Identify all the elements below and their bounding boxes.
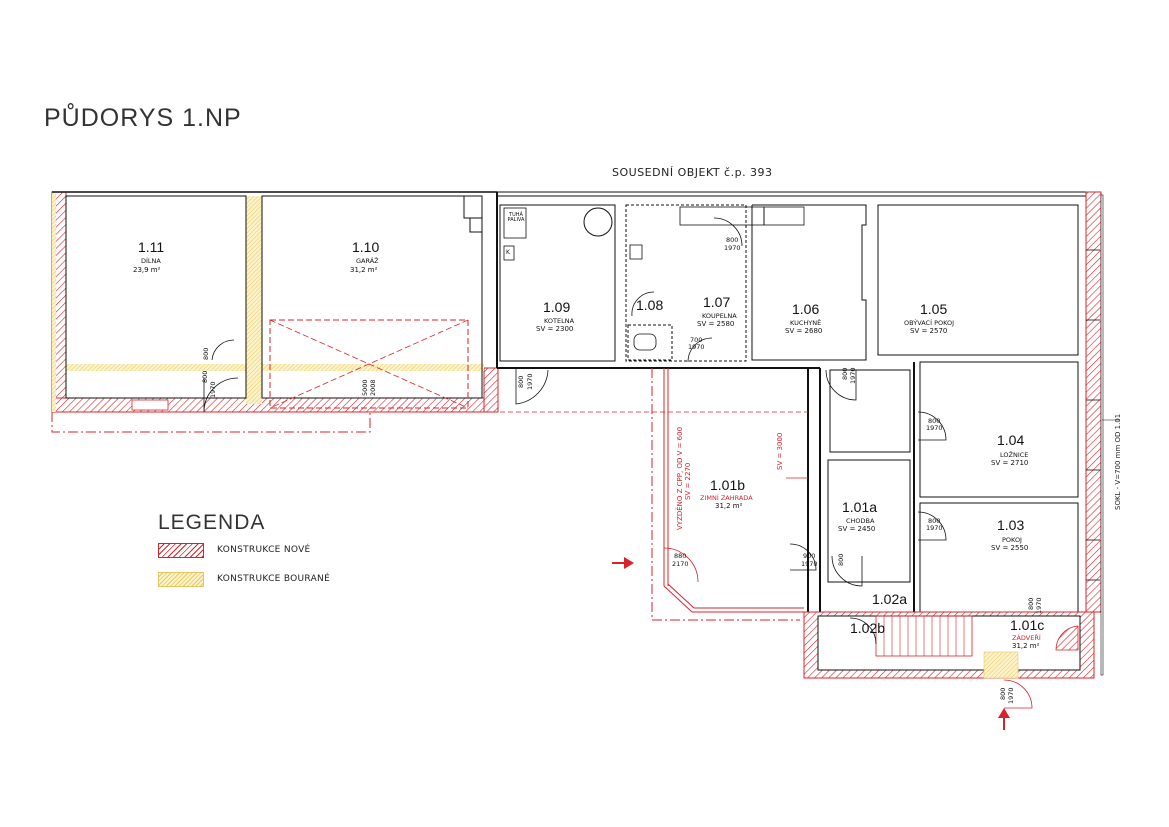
door-label: 800 [999,687,1007,700]
room-value: SV = 2550 [991,544,1029,552]
room-number: 1.05 [920,301,948,317]
door-label: 800 [928,417,941,425]
door-label: 1970 [209,381,217,398]
door-label: 1970 [1035,597,1043,614]
room-name: OBÝVACÍ POKOJ [904,319,955,327]
room-value: SV = 2570 [910,327,948,335]
door-label: 1970 [926,524,943,532]
room-number: 1.03 [997,517,1025,533]
room-number: 1.02b [850,620,886,636]
room-value: SV = 2300 [536,325,574,333]
room-name: GARÁŽ [356,257,379,265]
raised-wall-note: VYZDĚNO Z CPP, OD V = 600 [676,426,684,530]
door-label: 800 [841,367,849,380]
boiler-label: K [506,249,510,256]
room-name: CHODBA [846,517,875,525]
garage-door-height: 2008 [369,379,377,396]
legend-label-new: KONSTRUKCE NOVÉ [217,545,311,555]
fuel-storage-label: TUHÁ PALIVA [507,212,525,223]
room-number: 1.01c [1010,617,1045,633]
door-label: 1970 [849,367,857,384]
door-label: 1970 [926,424,943,432]
door-label: 800 [517,375,525,388]
room-value: SV = 2710 [991,459,1029,467]
door-label: 800 [837,553,845,566]
legend-label-demolished: KONSTRUKCE BOURANÉ [217,574,331,584]
room-name: KUCHYNĚ [790,319,822,327]
room-name: LOŽNICE [1000,451,1029,459]
room-number: 1.08 [636,297,664,313]
winter-garden-height: SV = 2270 [684,462,692,500]
room-name: POKOJ [1002,536,1022,544]
room-number: 1.06 [792,301,820,317]
room-number: 1.10 [352,239,380,255]
door-label: 1970 [688,343,705,351]
room-number: 1.07 [703,294,731,310]
door-label: 800 [202,347,210,360]
room-name: ZIMNÍ ZAHRADA [700,494,753,502]
legend-title: LEGENDA [158,511,266,534]
room-number: 1.01b [710,477,746,493]
legend-swatch-new [158,543,204,558]
room-value: SV = 2580 [697,320,735,328]
room-name: ZÁDVEŘÍ [1012,634,1041,642]
legend-swatch-demolished [158,572,204,587]
neighbor-label: SOUSEDNÍ OBJEKT č.p. 393 [612,166,773,179]
room-value: 31,2 m² [1012,642,1040,650]
plinth-note: SOKL - V=700 mm OD 1.01 [1114,413,1122,510]
room-value: 31,2 m² [715,502,743,510]
door-label: 800 [201,370,209,383]
door-label: 800 [726,236,739,244]
room-name: DÍLNA [141,257,161,265]
room-value: 31,2 m² [350,266,378,274]
room-number: 1.09 [543,299,571,315]
entrance-arrow-up-icon [998,708,1010,730]
door-label: 800 [928,517,941,525]
page-title: PŮDORYS 1.NP [44,104,242,132]
room-number: 1.02a [872,591,908,607]
room-value: 23,9 m² [133,266,161,274]
entrance-arrow-icon [612,557,634,569]
door-label: 880 [674,552,687,560]
door-label: 800 [1027,597,1035,610]
room-number: 1.04 [997,432,1025,448]
door-label: 2170 [672,560,689,568]
workshop-garage-block [51,191,499,433]
main-house-block [496,191,1120,709]
room-number: 1.11 [138,239,165,255]
garage-door-width: 5000 [361,379,369,396]
room-number: 1.01a [842,499,878,515]
winter-garden-height-2: SV = 3000 [776,432,784,470]
door-label: 1970 [801,560,818,568]
door-label: 1970 [1007,687,1015,704]
door-label: 900 [803,552,816,560]
door-label: 1970 [724,244,741,252]
room-value: SV = 2680 [785,327,823,335]
room-name: KOUPELNA [702,312,737,320]
room-name: KOTELNA [544,317,575,325]
room-value: SV = 2450 [838,525,876,533]
door-label: 1970 [526,373,534,390]
door-label: 700 [690,336,703,344]
